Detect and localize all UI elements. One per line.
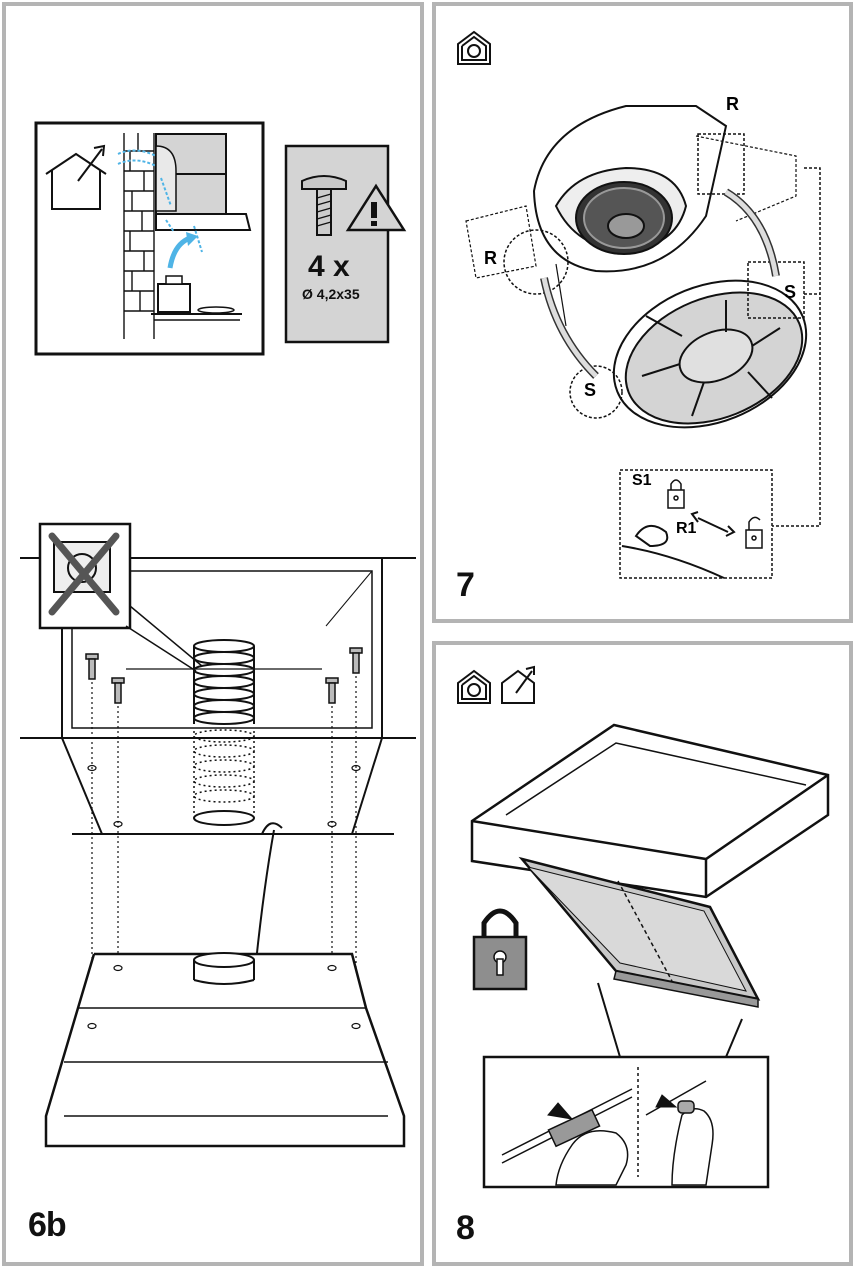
motor-housing-drawing	[465, 105, 797, 327]
label-s1: S1	[632, 472, 652, 489]
wall-ducting-illustration	[34, 121, 265, 356]
hood-installation-drawing	[20, 557, 416, 1148]
panel-step-7: R R S S S1 R1 7	[432, 2, 853, 623]
recirculation-house-icon	[457, 30, 491, 65]
step-6b-illustration	[20, 121, 416, 1148]
label-s-left: S	[584, 380, 597, 400]
step-number: 8	[456, 1209, 475, 1247]
grease-filter-drawing	[518, 856, 761, 1008]
screw-size: Ø 4,2x35	[302, 286, 360, 302]
recirculation-house-icon	[457, 669, 491, 704]
screw-info-box	[284, 144, 407, 344]
label-s-right: S	[784, 282, 797, 302]
screw-icon	[301, 175, 347, 236]
step-8-illustration	[457, 665, 830, 1189]
label-r1: R1	[676, 520, 697, 537]
hood-drawing	[470, 723, 830, 899]
step-number: 7	[456, 566, 475, 604]
extraction-house-icon	[45, 144, 107, 210]
screw-set	[85, 647, 363, 704]
padlock-closed-icon	[667, 479, 685, 509]
padlock-open-icon	[745, 516, 763, 549]
filter-release-detail	[482, 1055, 770, 1189]
label-r-left: R	[484, 248, 497, 268]
panel-step-6b: 4 x Ø 4,2x35 6b	[2, 2, 424, 1266]
crossed-recirculation-icon	[38, 522, 203, 672]
screw-quantity: 4 x	[308, 250, 350, 283]
step-7-illustration	[457, 30, 821, 579]
step-number: 6b	[28, 1206, 67, 1244]
panel-step-8: 8	[432, 641, 853, 1266]
warning-triangle-icon	[345, 183, 407, 232]
label-r-top: R	[726, 94, 739, 114]
extraction-house-icon	[501, 665, 535, 704]
padlock-closed-icon	[472, 908, 528, 991]
